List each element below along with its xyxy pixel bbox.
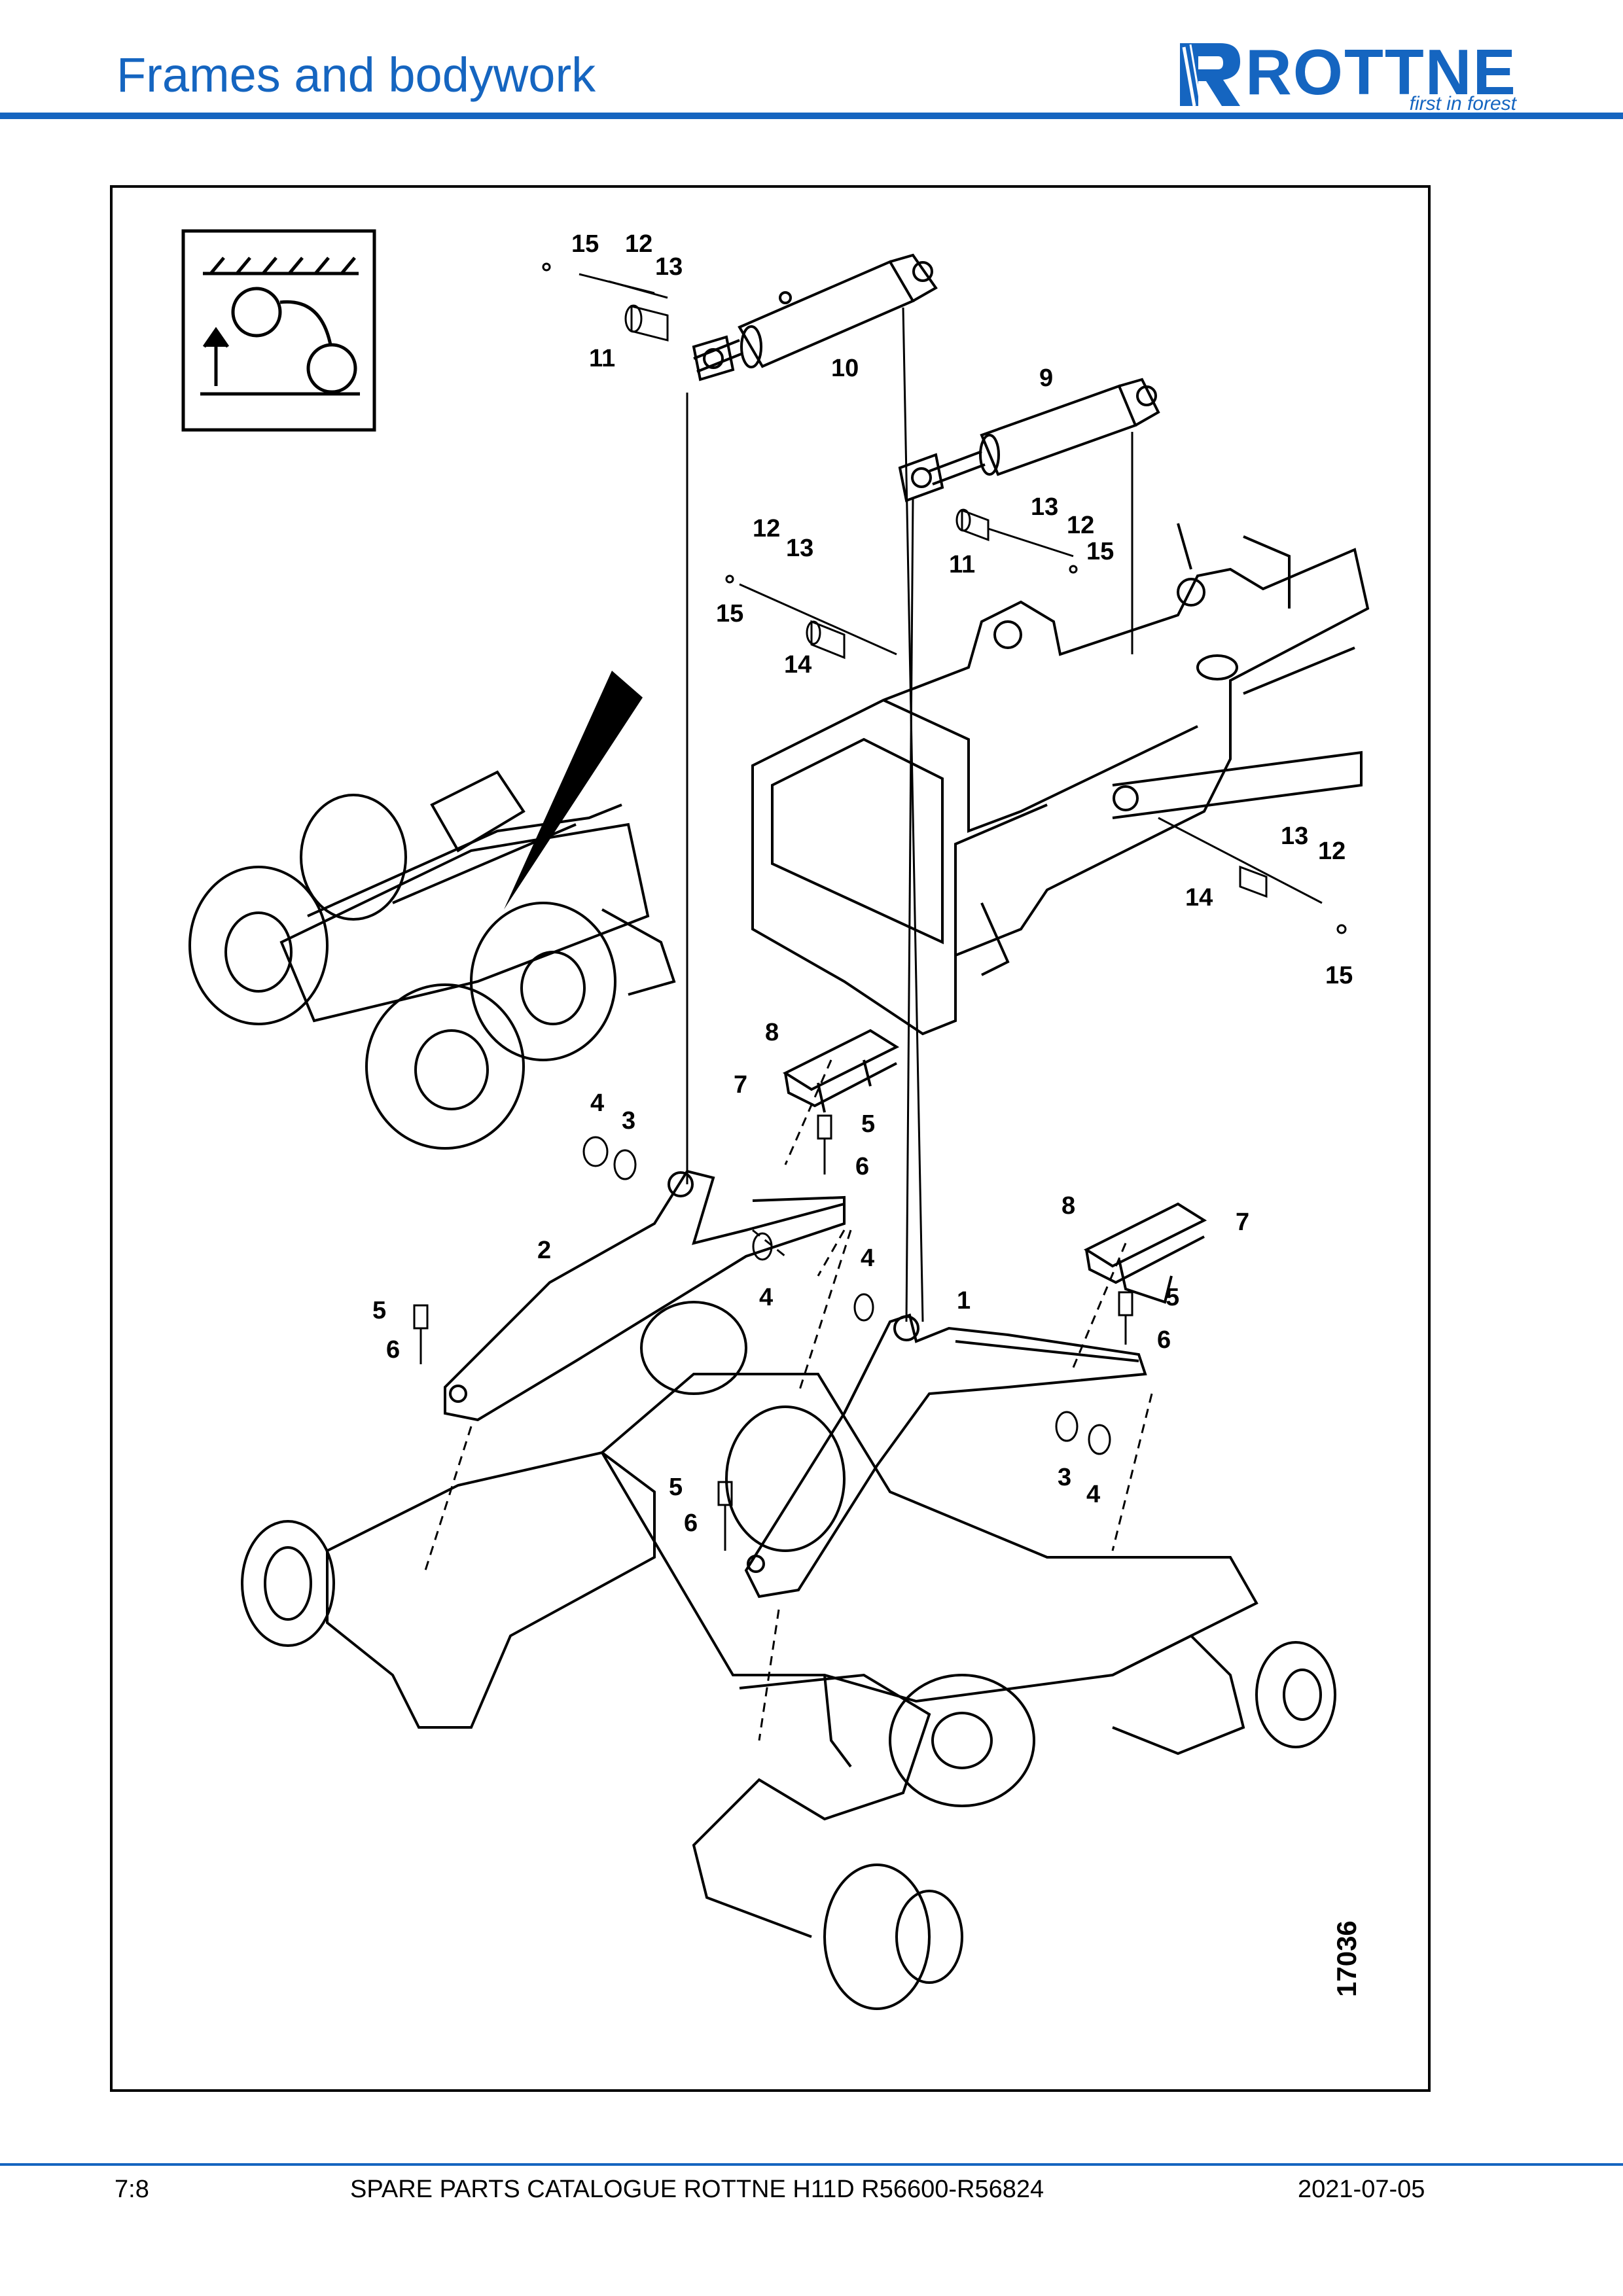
callout-9: 9 bbox=[1039, 364, 1053, 392]
callout-13: 13 bbox=[1031, 493, 1058, 521]
callout-3: 3 bbox=[1058, 1464, 1071, 1491]
footer-date: 2021-07-05 bbox=[1298, 2176, 1425, 2203]
callout-2: 2 bbox=[537, 1237, 551, 1264]
callout-5: 5 bbox=[861, 1110, 875, 1138]
callout-14: 14 bbox=[1185, 884, 1213, 911]
figure-number: 17036 bbox=[1331, 1920, 1362, 1997]
callout-15: 15 bbox=[1325, 962, 1353, 989]
logo-tagline: first in forest bbox=[1409, 93, 1516, 115]
callout-12: 12 bbox=[625, 230, 652, 258]
bogie-axle-assembly bbox=[241, 1301, 1336, 2010]
callout-15: 15 bbox=[716, 600, 743, 627]
lower-cylinder bbox=[898, 378, 1160, 503]
page-title: Frames and bodywork bbox=[116, 48, 596, 102]
callout-4: 4 bbox=[1086, 1481, 1100, 1508]
step-7-upper bbox=[782, 1029, 900, 1113]
rottne-logo-icon bbox=[1180, 43, 1240, 107]
callout-labels: 15 12 13 11 10 9 13 12 11 15 12 13 15 14… bbox=[372, 230, 1353, 1537]
callout-10: 10 bbox=[831, 355, 859, 382]
callout-6: 6 bbox=[684, 1510, 698, 1537]
callout-5: 5 bbox=[372, 1297, 386, 1324]
callout-12: 12 bbox=[753, 515, 780, 542]
callout-8: 8 bbox=[765, 1019, 779, 1046]
callout-13: 13 bbox=[1281, 822, 1308, 850]
callout-5: 5 bbox=[669, 1474, 683, 1501]
callout-13: 13 bbox=[786, 535, 813, 562]
callout-6: 6 bbox=[1157, 1326, 1171, 1354]
step-7-lower bbox=[1083, 1202, 1207, 1304]
logo-wordmark: ROTTNE bbox=[1245, 36, 1517, 108]
callout-14: 14 bbox=[784, 651, 812, 679]
footer-catalogue-title: SPARE PARTS CATALOGUE ROTTNE H11D R56600… bbox=[350, 2176, 1044, 2203]
alignment-lines bbox=[424, 307, 1153, 1741]
callout-8: 8 bbox=[1061, 1192, 1075, 1220]
callout-4: 4 bbox=[861, 1245, 874, 1272]
header-rule bbox=[0, 113, 1623, 119]
lower-cylinder-pin bbox=[955, 508, 1078, 574]
callout-7: 7 bbox=[734, 1071, 747, 1099]
frame-pins bbox=[725, 574, 1347, 934]
lift-symbol-icon bbox=[181, 229, 376, 432]
diagram-frame bbox=[110, 185, 1431, 2092]
bogie-arm-1 bbox=[744, 1313, 1147, 1598]
callout-4: 4 bbox=[759, 1284, 773, 1311]
callout-1: 1 bbox=[957, 1287, 971, 1315]
callout-11: 11 bbox=[589, 345, 615, 372]
callout-15: 15 bbox=[571, 230, 599, 258]
callout-12: 12 bbox=[1067, 512, 1094, 539]
callout-11: 11 bbox=[949, 551, 975, 578]
callout-12: 12 bbox=[1318, 838, 1346, 865]
brand-logo: ROTTNE first in forest bbox=[1175, 36, 1522, 115]
bogie-arm-2 bbox=[444, 1169, 846, 1422]
upper-cylinder bbox=[692, 253, 938, 381]
callout-6: 6 bbox=[855, 1153, 869, 1180]
bolts-washers bbox=[413, 1114, 1133, 1551]
callout-15: 15 bbox=[1086, 538, 1114, 565]
frame-section bbox=[751, 523, 1370, 1036]
callout-3: 3 bbox=[622, 1107, 635, 1135]
footer-rule bbox=[0, 2163, 1623, 2166]
footer-page-number: 7:8 bbox=[115, 2176, 149, 2203]
callout-5: 5 bbox=[1166, 1284, 1179, 1311]
callout-7: 7 bbox=[1236, 1209, 1249, 1236]
callout-13: 13 bbox=[655, 253, 683, 281]
callout-4: 4 bbox=[590, 1089, 604, 1117]
pointer-arrow bbox=[504, 671, 643, 910]
callout-6: 6 bbox=[386, 1336, 400, 1364]
upper-cylinder-pin bbox=[542, 262, 669, 342]
